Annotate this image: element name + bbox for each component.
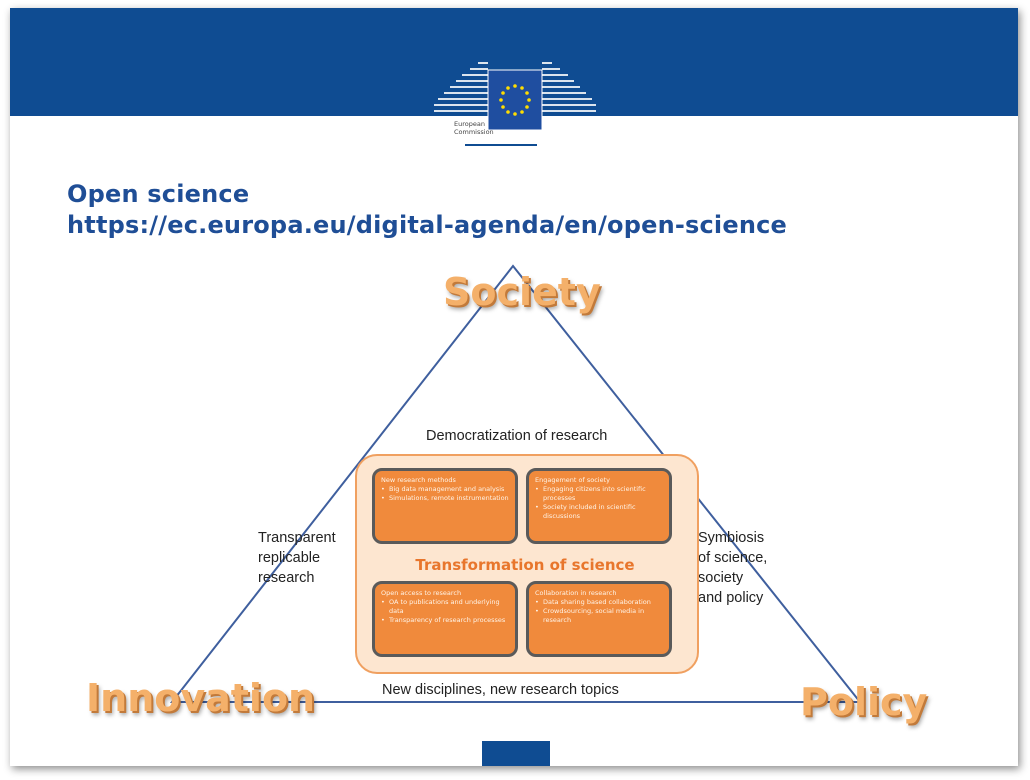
left-label-line: research	[258, 570, 315, 586]
box-new-research-methods: New research methods Big data management…	[372, 468, 518, 544]
box-item: Transparency of research processes	[381, 616, 509, 625]
corner-label-society: Society	[443, 270, 601, 314]
box-item: Engaging citizens into scientific proces…	[535, 485, 663, 503]
box-title: Open access to research	[381, 589, 462, 597]
left-label-line: Transparent	[258, 530, 336, 546]
box-collaboration: Collaboration in research Data sharing b…	[526, 581, 672, 657]
bottom-edge-label: New disciplines, new research topics	[382, 682, 619, 698]
slide: European Commission Open science https:/…	[10, 8, 1018, 766]
box-engagement-of-society: Engagement of society Engaging citizens …	[526, 468, 672, 544]
org-name-line2: Commission	[454, 128, 494, 136]
logo-caption: European Commission	[454, 120, 550, 136]
box-open-access: Open access to research OA to publicatio…	[372, 581, 518, 657]
org-name-line1: European	[454, 120, 485, 128]
box-item: Simulations, remote instrumentation	[381, 494, 509, 503]
left-edge-label: Transparent replicable research	[258, 528, 336, 588]
box-item: Society included in scientific discussio…	[535, 503, 663, 521]
right-label-line: society	[698, 570, 744, 586]
box-item: OA to publications and underlying data	[381, 598, 509, 616]
right-label-line: and policy	[698, 590, 764, 606]
eu-stars-icon	[499, 84, 531, 116]
box-title: Engagement of society	[535, 476, 610, 484]
european-commission-logo	[434, 62, 596, 131]
footer-tab	[482, 741, 550, 766]
transformation-title: Transformation of science	[415, 556, 635, 574]
slide-url: https://ec.europa.eu/digital-agenda/en/o…	[67, 211, 788, 239]
box-title: New research methods	[381, 476, 456, 484]
right-label-line: of science,	[698, 550, 768, 566]
right-edge-label: Symbiosis of science, society and policy	[698, 528, 767, 608]
box-item: Data sharing based collaboration	[535, 598, 663, 607]
box-title: Collaboration in research	[535, 589, 617, 597]
top-edge-label: Democratization of research	[426, 428, 608, 444]
corner-label-policy: Policy	[800, 680, 928, 724]
left-label-line: replicable	[258, 550, 321, 566]
logo-underline	[465, 144, 537, 146]
box-item: Big data management and analysis	[381, 485, 509, 494]
corner-label-innovation: Innovation	[86, 676, 316, 720]
right-label-line: Symbiosis	[698, 530, 765, 546]
slide-title: Open science	[67, 180, 250, 208]
box-item: Crowdsourcing, social media in research	[535, 607, 663, 625]
